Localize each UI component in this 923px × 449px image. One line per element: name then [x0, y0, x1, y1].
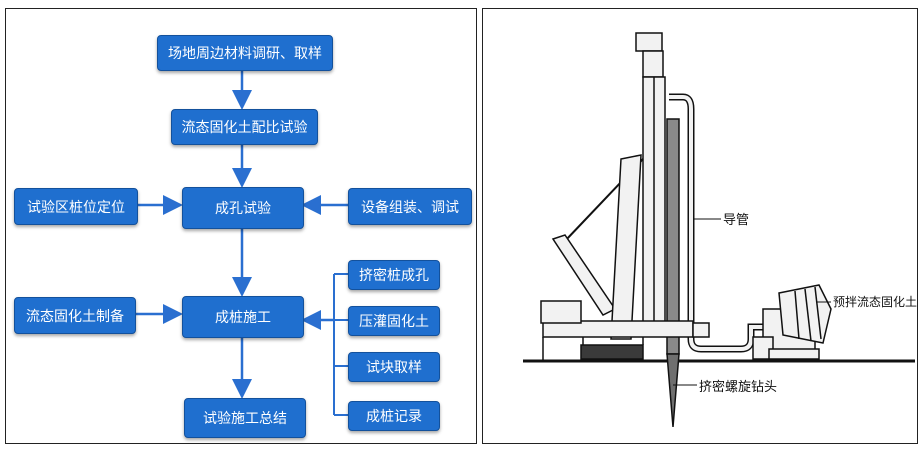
track [580, 344, 644, 360]
flowchart-panel: 场地周边材料调研、取样 流态固化土配比试验 成孔试验 成桩施工 试验施工总结 试… [5, 8, 477, 444]
rig-diagram-panel: 导管 预拌流态固化土 挤密螺旋钻头 [482, 8, 918, 444]
mixer-truck [752, 284, 832, 360]
substep-item: 压灌固化土 [348, 306, 440, 336]
rig-illustration [523, 32, 915, 428]
substep-item: 试块取样 [348, 352, 440, 382]
substep-item: 挤密桩成孔 [348, 260, 440, 290]
input-soil-preparation-box: 流态固化土制备 [14, 297, 136, 334]
step-pile-construction-box: 成桩施工 [182, 296, 304, 338]
step-summary-box: 试验施工总结 [184, 398, 306, 438]
substep-item: 成桩记录 [348, 401, 440, 431]
drill-rod [666, 118, 680, 355]
input-equipment-setup-box: 设备组装、调试 [348, 188, 472, 225]
drill-head [666, 353, 680, 428]
step-hole-test-box: 成孔试验 [182, 187, 304, 229]
flow-arrows [134, 69, 348, 416]
step-survey-box: 场地周边材料调研、取样 [157, 35, 333, 71]
mast-top [635, 32, 663, 52]
guide-pipe-label: 导管 [723, 213, 750, 228]
input-pile-positioning-box: 试验区桩位定位 [14, 188, 138, 225]
step-mix-test-box: 流态固化土配比试验 [171, 109, 318, 145]
premixed-soil-label: 预拌流态固化土 [833, 295, 918, 309]
guide-pipe [669, 93, 773, 353]
drill-head-label: 挤密螺旋钻头 [699, 380, 778, 395]
